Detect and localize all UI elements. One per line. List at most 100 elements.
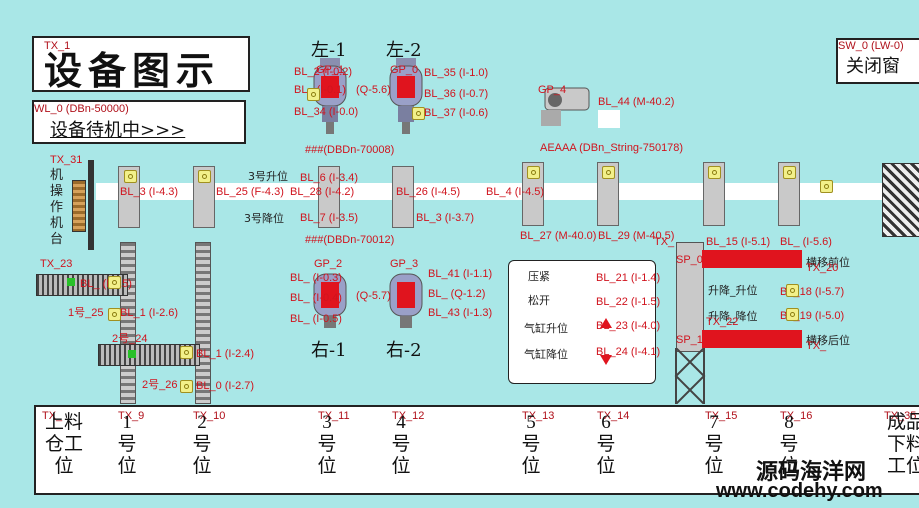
string-tag: AEAAA (DBn_String-750178) (540, 142, 684, 154)
station-strip (34, 405, 919, 495)
station-tag: TX_9 (118, 410, 145, 422)
lift-rail-1 (120, 242, 136, 404)
tx1-tag: TX_1 (44, 40, 71, 52)
close-window-button[interactable] (836, 38, 919, 84)
station-label: 3号位 (317, 412, 337, 477)
arrow-up-icon (600, 318, 612, 328)
tx-top-tag: TX_ (654, 236, 675, 248)
operator-station-bar (88, 160, 94, 250)
transfer-bar-bottom (702, 330, 802, 348)
station-label: 5号位 (521, 412, 541, 477)
move-in-label: 横移前位 (806, 256, 850, 269)
mixer-left1-icon (313, 58, 347, 134)
lamp (783, 166, 796, 179)
station-tag: TX_35 (884, 410, 917, 422)
clamp-row-2-tag: BL_22 (I-1.5) (596, 296, 661, 308)
conveyor-belt (96, 183, 894, 200)
lamp (527, 166, 540, 179)
station-tag: TX_11 (318, 410, 350, 422)
lamp (198, 170, 211, 183)
lamp (108, 308, 121, 321)
station-label: 1号位 (117, 412, 137, 477)
station-tag: TX_10 (193, 410, 226, 422)
clamp-row-4-label: 气缸降位 (524, 348, 568, 361)
bl37-tag: BL_37 (I-0.6) (424, 107, 489, 119)
lift-up-label: 3号升位 (248, 170, 288, 183)
lamp (307, 88, 320, 101)
q05-tag: (Q-5.6) (356, 84, 391, 96)
station-post (318, 166, 340, 228)
bl0-tag: BL_0 (I-2.7) (196, 380, 255, 392)
close-window-label: 关闭窗 (846, 56, 900, 77)
title-box (32, 36, 250, 92)
status-button-label: 设备待机中>>> (50, 120, 186, 141)
bl7-tag: BL_7 (I-3.5) (300, 212, 359, 224)
transfer-bar-top (702, 250, 802, 268)
lamp (820, 180, 833, 193)
clamp-row-1-tag: BL_21 (I-1.4) (596, 272, 661, 284)
mixer-right2-label: 右-2 (386, 340, 422, 361)
lamp (708, 166, 721, 179)
bl25-tag: BL_25 (F-4.3) (216, 186, 284, 198)
dbn70012-tag: ###(DBDn-70012) (305, 234, 395, 246)
position-indicator (67, 278, 75, 286)
sp1-tag: SP_1 (676, 334, 703, 346)
lift-a-label: 升降_升位 (708, 284, 758, 297)
lamp (108, 276, 121, 289)
station-tag: TX_12 (392, 410, 425, 422)
tx23-tag: TX_23 (40, 258, 73, 270)
bl-i24-tag: BL_1 (I-2.4) (196, 348, 255, 360)
lift-tower (676, 242, 704, 352)
mixer-left2-label: 左-2 (386, 40, 422, 61)
gp4-tag: GP_4 (538, 84, 567, 96)
lift-tower-frame (674, 348, 706, 404)
bl43-tag: BL_43 (I-1.3) (428, 307, 493, 319)
station-label: 7号位 (704, 412, 724, 477)
arrow-down-icon (600, 355, 612, 365)
clamp-row-3-label: 气缸升位 (524, 322, 568, 335)
bl-i03-tag: BL_ (I-0.3) (290, 272, 342, 284)
loading-platform-1 (36, 274, 128, 296)
bl41-tag: BL_41 (I-1.1) (428, 268, 493, 280)
station-label: 8号位 (779, 412, 799, 477)
bl35-tag: BL_35 (I-1.0) (424, 67, 489, 79)
q07-tag: (Q-5.7) (356, 290, 391, 302)
lamp (124, 170, 137, 183)
camera-icon (541, 87, 590, 126)
station-label: 6号位 (596, 412, 616, 477)
station-post (392, 166, 414, 228)
bl34-tag: BL_34 (I-0.0) (294, 106, 359, 118)
lamp (412, 107, 425, 120)
bl-i04-tag: BL_ (I-0.4) (290, 292, 342, 304)
operator-station-label: 机操作机台 (50, 168, 64, 247)
station-label: 上料仓工位 (44, 412, 83, 477)
operator-station-panel (72, 180, 86, 232)
lamp (786, 284, 799, 297)
station-label: 4号位 (391, 412, 411, 477)
bl26-tag: BL_26 (I-4.5) (396, 186, 461, 198)
dbn70008-tag: ###(DBDn-70008) (305, 144, 395, 156)
gp1-tag: GP_1 (316, 64, 345, 76)
bl-i25-tag: BL_ (I-2.5) (80, 278, 132, 290)
conveyor-end-hatch (882, 163, 919, 237)
tx25-tag: 1号_25 (68, 307, 104, 319)
position-indicator (128, 350, 136, 358)
tx20-tag: TX_20 (806, 262, 839, 274)
move-out-label: 横移后位 (806, 334, 850, 347)
station-tag: TX_ (42, 410, 63, 422)
mixer-left2-icon (389, 58, 423, 134)
bl2-tag: BL_2 (I-0.2) (294, 66, 353, 78)
bl16-tag: BL_ (I-5.6) (780, 236, 832, 248)
bl6-tag: BL_6 (I-3.4) (300, 172, 359, 184)
gp0-tag: GP_0 (390, 64, 419, 76)
tx-side-tag: TX_ (806, 340, 827, 352)
sw-tag: SW_0 (LW-0) (838, 40, 904, 52)
bl-i05-tag: BL_ (I-0.5) (290, 313, 342, 325)
lamp (786, 308, 799, 321)
station-tag: TX_13 (522, 410, 555, 422)
clamp-panel (508, 260, 656, 384)
status-button[interactable] (32, 100, 246, 144)
clamp-row-3-tag: BL_23 (I-4.0) (596, 320, 661, 332)
clamp-row-4-tag: BL_24 (I-4.1) (596, 346, 661, 358)
wl-tag: WL_0 (DBn-50000) (34, 103, 129, 115)
